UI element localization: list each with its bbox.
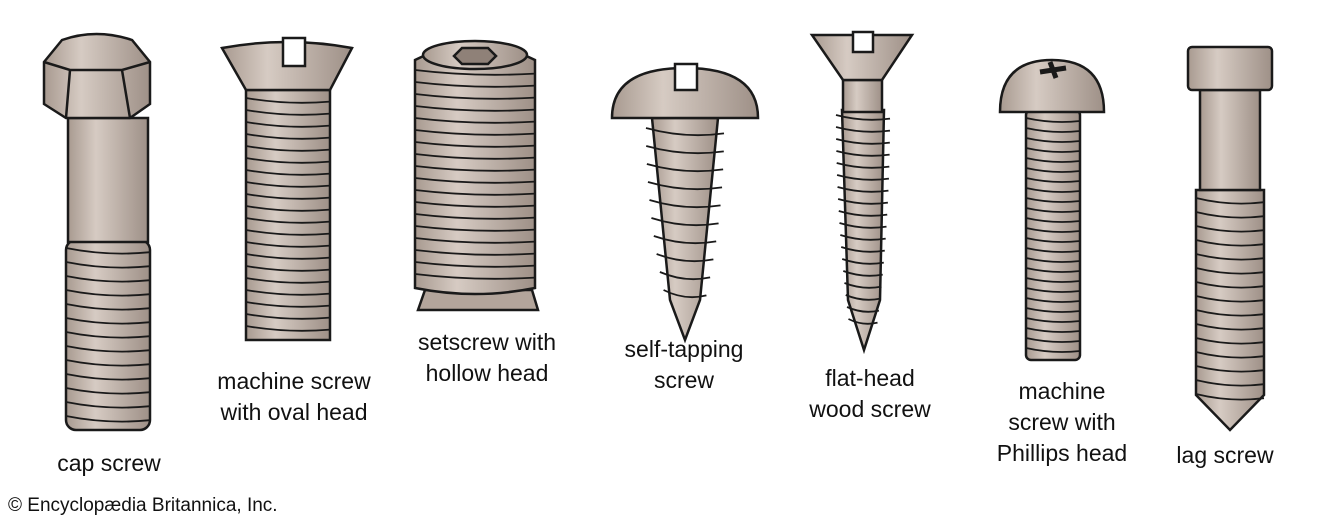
label-line: flat-head (825, 365, 915, 391)
setscrew-hollow-head-drawing (413, 39, 540, 312)
lag-screw-drawing (1186, 45, 1274, 432)
label-line: screw with (1008, 409, 1116, 435)
thread-lines (835, 114, 891, 325)
thread-lines (645, 127, 725, 299)
label-line: hollow head (425, 360, 549, 386)
label-line: wood screw (809, 396, 931, 422)
label-line: Phillips head (996, 440, 1128, 466)
label-self-tapping: self-tapping screw (625, 334, 744, 396)
thread-lines (1025, 117, 1081, 353)
label-line: screw (653, 367, 715, 393)
label-line: cap screw (57, 450, 161, 476)
label-machine-screw-oval-head: machine screw with oval head (217, 366, 370, 428)
copyright: © Encyclopædia Britannica, Inc. (8, 495, 278, 516)
label-setscrew: setscrew with hollow head (418, 327, 556, 389)
label-line: machine (1018, 378, 1106, 404)
flat-head-wood-screw-drawing (809, 30, 915, 355)
label-flat-head: flat-head wood screw (809, 363, 930, 425)
label-line: machine screw (217, 368, 371, 394)
cap-screw-drawing (42, 32, 152, 432)
machine-screw-phillips-head-drawing (998, 58, 1106, 362)
self-tapping-screw-drawing (610, 62, 760, 344)
label-lag-screw: lag screw (1176, 440, 1273, 471)
label-line: with oval head (220, 399, 368, 425)
thread-lines (65, 247, 151, 423)
label-line: lag screw (1176, 442, 1274, 468)
thread-lines (245, 97, 331, 332)
label-cap-screw: cap screw (57, 448, 161, 479)
machine-screw-oval-head-drawing (220, 36, 354, 342)
label-line: setscrew with (417, 329, 557, 355)
thread-lines (1195, 197, 1265, 401)
label-line: self-tapping (624, 336, 744, 362)
thread-lines (414, 69, 536, 280)
